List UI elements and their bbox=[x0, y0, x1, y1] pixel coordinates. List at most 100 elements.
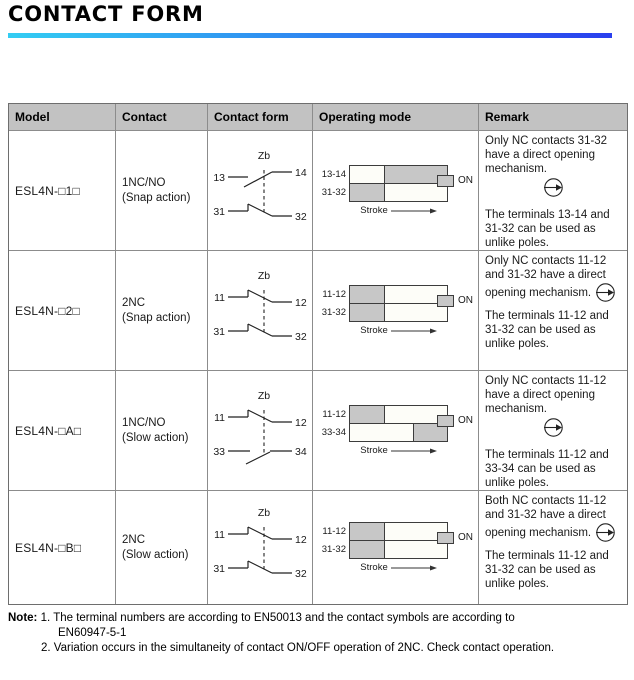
stroke-bar bbox=[350, 424, 447, 441]
terminal-label-right: 12 bbox=[295, 534, 307, 546]
header-contact: Contact bbox=[116, 104, 208, 130]
contact-action: (Snap action) bbox=[122, 311, 191, 324]
page-title: CONTACT FORM bbox=[8, 2, 204, 26]
mechanical-link-label: Zb bbox=[258, 507, 270, 519]
contact-form-table: Model Contact Contact form Operating mod… bbox=[8, 103, 628, 605]
note-label: Note: bbox=[8, 612, 38, 624]
stroke-bars bbox=[349, 522, 448, 559]
contact-type: 2NC bbox=[122, 533, 146, 546]
terminal-pair-label: 13-14 bbox=[321, 168, 346, 180]
on-segment bbox=[383, 166, 447, 183]
stroke-label: Stroke bbox=[360, 205, 388, 216]
direct-opening-action-icon bbox=[543, 178, 563, 197]
terminal-label-left: 31 bbox=[213, 563, 225, 575]
contact-action: (Snap action) bbox=[122, 191, 191, 204]
stroke-axis: Stroke bbox=[349, 445, 448, 456]
on-legend-label: ON bbox=[458, 175, 473, 186]
off-segment bbox=[383, 523, 447, 540]
remark-paragraph-2: The terminals 13-14 and 31-32 can be use… bbox=[485, 209, 610, 249]
note-1-text-cont: EN60947-5-1 bbox=[58, 627, 127, 639]
off-segment bbox=[383, 406, 447, 423]
on-segment bbox=[350, 406, 384, 423]
off-segment bbox=[350, 166, 384, 183]
model-cell: ESL4N-□2□ bbox=[9, 251, 116, 370]
stroke-diagram: 13-14 31-32 bbox=[319, 165, 478, 202]
remark-cell: Only NC contacts 31-32 have a direct ope… bbox=[479, 131, 627, 250]
terminal-pair-label: 31-32 bbox=[321, 543, 346, 555]
stroke-bars bbox=[349, 165, 448, 202]
terminal-pair-label: 33-34 bbox=[321, 426, 346, 438]
header-model: Model bbox=[9, 104, 116, 130]
stroke-bar-labels: 11-12 31-32 bbox=[319, 286, 349, 322]
remark-cell: Only NC contacts 11-12 have a direct ope… bbox=[479, 371, 627, 490]
notes-section: Note: 1. The terminal numbers are accord… bbox=[8, 611, 630, 656]
stroke-diagram: 11-12 31-32 bbox=[319, 285, 478, 322]
stroke-label: Stroke bbox=[360, 325, 388, 336]
direct-opening-icon-row bbox=[485, 417, 622, 442]
on-legend: ON bbox=[437, 174, 473, 187]
remark-cell: Both NC contacts 11-12 and 31-32 have a … bbox=[479, 491, 627, 604]
note-line-1: Note: 1. The terminal numbers are accord… bbox=[8, 611, 630, 626]
stroke-diagram: 11-12 33-34 bbox=[319, 405, 478, 442]
on-legend: ON bbox=[437, 531, 473, 544]
stroke-bars bbox=[349, 285, 448, 322]
note-line-3: 2. Variation occurs in the simultaneity … bbox=[8, 641, 630, 656]
contact-type: 2NC bbox=[122, 296, 146, 309]
terminal-pair-label: 31-32 bbox=[321, 306, 346, 318]
title-accent-bar bbox=[8, 33, 612, 38]
remark-cell: Only NC contacts 11-12 and 31-32 have a … bbox=[479, 251, 627, 370]
model-cell: ESL4N-□A□ bbox=[9, 371, 116, 490]
on-segment bbox=[413, 424, 447, 441]
terminal-pair-label: 11-12 bbox=[322, 288, 346, 300]
stroke-bar-labels: 11-12 33-34 bbox=[319, 406, 349, 442]
stroke-bar bbox=[350, 304, 447, 321]
contact-cell: 1NC/NO (Snap action) bbox=[116, 131, 208, 250]
terminal-label-right: 12 bbox=[295, 417, 307, 429]
terminal-label-right: 32 bbox=[295, 568, 307, 580]
note-2-text: Variation occurs in the simultaneity of … bbox=[53, 642, 555, 654]
terminal-pair-label: 11-12 bbox=[322, 525, 346, 537]
model-cell: ESL4N-□1□ bbox=[9, 131, 116, 250]
on-segment bbox=[350, 541, 384, 558]
stroke-bar bbox=[350, 286, 447, 304]
stroke-diagram: 11-12 31-32 bbox=[319, 522, 478, 559]
note-1-text: The terminal numbers are according to EN… bbox=[53, 612, 515, 624]
stroke-bar-labels: 11-12 31-32 bbox=[319, 523, 349, 559]
mechanical-link-label: Zb bbox=[258, 150, 270, 162]
on-swatch bbox=[437, 531, 454, 544]
terminal-pair-label: 31-32 bbox=[321, 186, 346, 198]
note-1-number: 1. bbox=[40, 612, 51, 624]
remark-paragraph-1: Both NC contacts 11-12 and 31-32 have a … bbox=[485, 494, 622, 543]
remark-paragraph-1: Only NC contacts 31-32 have a direct ope… bbox=[485, 134, 622, 176]
contact-cell: 2NC (Snap action) bbox=[116, 251, 208, 370]
note-line-2: EN60947-5-1 bbox=[8, 626, 630, 641]
model-cell: ESL4N-□B□ bbox=[9, 491, 116, 604]
contact-cell: 1NC/NO (Slow action) bbox=[116, 371, 208, 490]
terminal-pair-label: 11-12 bbox=[322, 408, 346, 420]
contact-action: (Slow action) bbox=[122, 431, 189, 444]
off-segment bbox=[383, 286, 447, 303]
off-segment bbox=[383, 304, 447, 321]
on-swatch bbox=[437, 294, 454, 307]
stroke-direction-arrow bbox=[390, 208, 437, 213]
stroke-direction-arrow bbox=[390, 448, 437, 453]
terminal-label-right: 32 bbox=[295, 211, 307, 223]
contact-type: 1NC/NO bbox=[122, 176, 166, 189]
contact-type: 1NC/NO bbox=[122, 416, 166, 429]
stroke-label: Stroke bbox=[360, 445, 388, 456]
table-header-row: Model Contact Contact form Operating mod… bbox=[9, 104, 627, 131]
terminal-label-left: 11 bbox=[214, 412, 225, 424]
stroke-direction-arrow bbox=[390, 565, 437, 570]
on-legend: ON bbox=[437, 414, 473, 427]
